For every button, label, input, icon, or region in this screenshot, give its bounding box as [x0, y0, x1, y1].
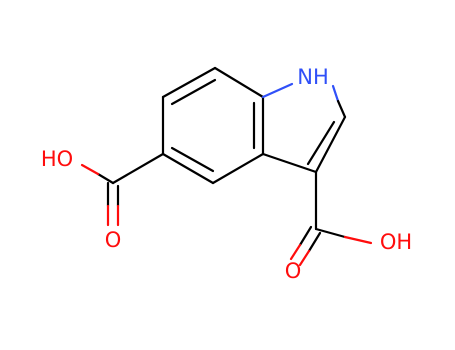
bond-c5-c4: [161, 152, 215, 185]
hydroxyl-label-right: OH: [380, 230, 412, 254]
bond-n-c2: [331, 84, 340, 103]
bond-cooh-oh-right: [314, 227, 347, 239]
bond-c5-cooh: [111, 152, 165, 185]
nitrogen-label: NH: [297, 65, 329, 89]
bond-c5-c4-inner: [170, 146, 215, 173]
bond-c7-c6-inner: [170, 78, 217, 106]
carbonyl-oxygen-label-left: O: [105, 228, 122, 252]
bond-c7-c7a: [213, 66, 265, 99]
carbonyl-oxygen-label-right: O: [285, 259, 302, 283]
bond-c7-c6: [161, 66, 217, 99]
bond-c4-c3a: [211, 152, 265, 185]
bond-c7a-n: [261, 82, 294, 99]
bond-co-right-a: [298, 225, 313, 247]
bond-co-right-b-red: [298, 249, 311, 267]
bond-cooh-oh-left: [96, 172, 115, 185]
bond-co-right-b: [307, 231, 322, 253]
bond-n-c2-dark: [336, 99, 347, 119]
hydroxyl-label-left: HO: [41, 147, 73, 171]
bond-c3-c3a: [261, 152, 318, 174]
bond-co-right-a-red: [289, 243, 302, 261]
bond-c2-c3-inner: [306, 120, 336, 166]
bond-oh-left-red: [80, 163, 100, 176]
bond-c2-c3: [314, 115, 347, 174]
bond-oh-right-red: [343, 235, 373, 245]
